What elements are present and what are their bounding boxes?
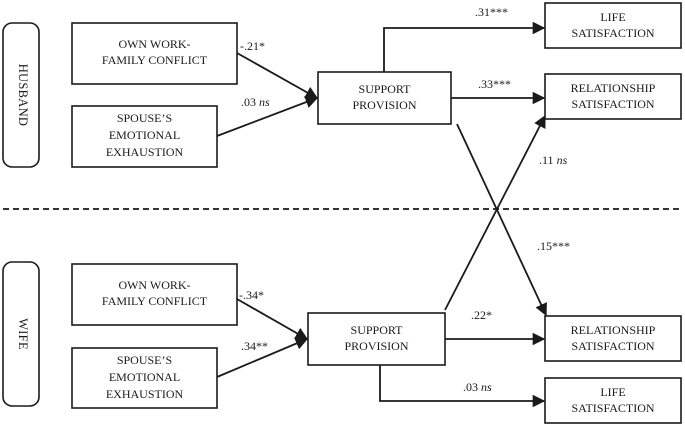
coef-husband-wfc-support: -.21* — [240, 39, 265, 53]
husband-own-wfc-node: OWN WORK- FAMILY CONFLICT — [71, 22, 238, 85]
svg-text:SATISFACTION: SATISFACTION — [571, 97, 654, 111]
coef-husband-exhaustion-support: .03 ns — [241, 95, 270, 109]
coef-wife-support-life: .03 ns — [463, 380, 492, 394]
svg-text:OWN WORK-: OWN WORK- — [118, 37, 190, 51]
edge-wife-support-to-life — [379, 365, 546, 408]
svg-text:SPOUSE’S: SPOUSE’S — [117, 111, 172, 125]
coef-husband-support-life: .31*** — [475, 5, 508, 19]
svg-text:SUPPORT: SUPPORT — [359, 82, 412, 96]
svg-text:FAMILY CONFLICT: FAMILY CONFLICT — [102, 294, 208, 308]
svg-text:OWN WORK-: OWN WORK- — [118, 278, 190, 292]
edge-husband-support-to-life — [383, 21, 546, 72]
coef-wife-exhaustion-support: .34** — [241, 339, 268, 353]
wife-support-provision-node: SUPPORT PROVISION — [307, 312, 446, 366]
svg-text:RELATIONSHIP: RELATIONSHIP — [571, 323, 656, 337]
husband-support-provision-node: SUPPORT PROVISION — [317, 71, 452, 125]
svg-text:LIFE: LIFE — [600, 385, 625, 399]
coef-husband-support-wife-relationship: .15*** — [537, 239, 570, 253]
wife-life-satisfaction-node: LIFE SATISFACTION — [544, 377, 682, 424]
svg-text:SATISFACTION: SATISFACTION — [571, 339, 654, 353]
svg-text:PROVISION: PROVISION — [344, 339, 408, 353]
husband-spouse-exhaustion-node: SPOUSE’S EMOTIONAL EXHAUSTION — [71, 105, 218, 168]
husband-group-label: HUSBAND — [2, 22, 40, 168]
edge-husband-support-to-wife-relationship — [456, 123, 547, 317]
edge-husband-exhaustion-to-support — [216, 96, 319, 137]
edge-wife-wfc-to-support — [236, 298, 309, 340]
husband-life-satisfaction-node: LIFE SATISFACTION — [544, 2, 682, 49]
coef-husband-support-relationship: .33*** — [478, 77, 511, 91]
svg-text:SATISFACTION: SATISFACTION — [571, 401, 654, 415]
wife-relationship-satisfaction-node: RELATIONSHIP SATISFACTION — [544, 315, 682, 362]
svg-text:LIFE: LIFE — [600, 10, 625, 24]
husband-label-text: HUSBAND — [16, 64, 30, 127]
coef-wife-wfc-support: -.34* — [239, 288, 264, 302]
svg-text:EXHAUSTION: EXHAUSTION — [106, 387, 184, 401]
wife-own-wfc-node: OWN WORK- FAMILY CONFLICT — [71, 263, 238, 326]
edge-husband-wfc-to-support — [236, 52, 319, 99]
svg-text:EMOTIONAL: EMOTIONAL — [109, 370, 180, 384]
svg-text:RELATIONSHIP: RELATIONSHIP — [571, 81, 656, 95]
husband-relationship-satisfaction-node: RELATIONSHIP SATISFACTION — [544, 73, 682, 120]
wife-group-label: WIFE — [2, 261, 40, 407]
edge-wife-exhaustion-to-support — [216, 337, 309, 378]
svg-text:SUPPORT: SUPPORT — [351, 323, 404, 337]
wife-label-text: WIFE — [16, 318, 30, 350]
svg-text:PROVISION: PROVISION — [352, 98, 416, 112]
coef-wife-support-relationship: .22* — [471, 308, 492, 322]
edge-wife-support-to-husband-relationship — [444, 114, 546, 311]
svg-text:EXHAUSTION: EXHAUSTION — [106, 145, 184, 159]
svg-text:EMOTIONAL: EMOTIONAL — [109, 128, 180, 142]
svg-text:FAMILY CONFLICT: FAMILY CONFLICT — [102, 53, 208, 67]
wife-spouse-exhaustion-node: SPOUSE’S EMOTIONAL EXHAUSTION — [71, 347, 218, 409]
svg-text:SATISFACTION: SATISFACTION — [571, 26, 654, 40]
svg-text:SPOUSE’S: SPOUSE’S — [117, 353, 172, 367]
coef-wife-support-husband-relationship: .11 ns — [539, 153, 568, 167]
